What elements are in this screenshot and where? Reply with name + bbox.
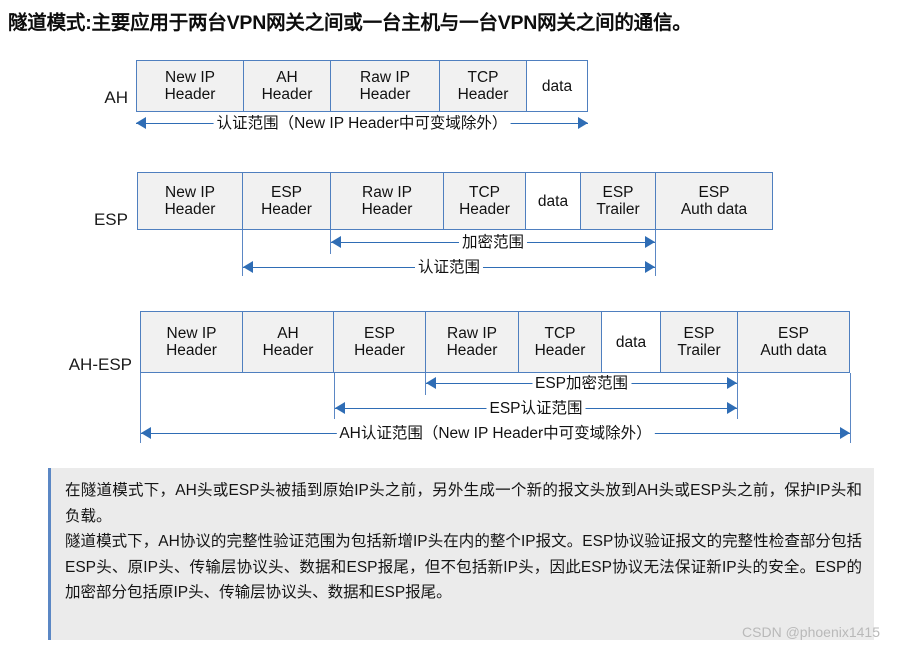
ahesp-guide-line-ah-end: [850, 373, 851, 443]
description-paragraph-1: 在隧道模式下，AH头或ESP头被插到原始IP头之前，另外生成一个新的报文头放到A…: [65, 482, 862, 525]
arrow-head-left-icon: [141, 427, 151, 439]
esp-scope-encrypt-label: 加密范围: [458, 234, 528, 252]
ahesp-cell-new-ip-header: New IP Header: [140, 311, 243, 373]
esp-cell-tcp-header: TCP Header: [443, 172, 526, 230]
ahesp-guide-line-esp-end: [737, 373, 738, 419]
watermark: CSDN @phoenix1415: [742, 624, 880, 640]
arrow-head-left-icon: [243, 261, 253, 273]
ah-scope-authentication: 认证范围（New IP Header中可变域除外）: [136, 114, 588, 134]
ahesp-cell-tcp-header: TCP Header: [518, 311, 602, 373]
arrow-head-right-icon: [727, 377, 737, 389]
arrow-head-left-icon: [136, 117, 146, 129]
ah-cell-ah-header: AH Header: [243, 60, 331, 112]
row-label-ah-esp: AH-ESP: [68, 355, 132, 374]
esp-scope-auth-label: 认证范围: [414, 259, 484, 277]
esp-scope-authentication: 认证范围: [243, 258, 655, 278]
esp-cell-esp-trailer: ESP Trailer: [580, 172, 656, 230]
row-label-ah: AH: [104, 88, 128, 107]
esp-cell-esp-auth-data: ESP Auth data: [655, 172, 773, 230]
arrow-head-right-icon: [727, 402, 737, 414]
page-title: 隧道模式:主要应用于两台VPN网关之间或一台主机与一台VPN网关之间的通信。: [8, 12, 692, 34]
ahesp-scope-esp-auth-label: ESP认证范围: [486, 400, 586, 418]
esp-cell-esp-header: ESP Header: [242, 172, 331, 230]
ahesp-cell-esp-header: ESP Header: [333, 311, 426, 373]
ahesp-scope-esp-encrypt-label: ESP加密范围: [531, 375, 632, 393]
ahesp-guide-line-ah-auth-start: [140, 373, 141, 443]
esp-cell-data: data: [525, 172, 581, 230]
arrow-head-right-icon: [840, 427, 850, 439]
ahesp-scope-ah-auth-label: AH认证范围（New IP Header中可变域除外）: [336, 425, 655, 443]
ahesp-cell-data: data: [601, 311, 661, 373]
esp-guide-line-auth-start: [242, 230, 243, 276]
arrow-head-left-icon: [331, 236, 341, 248]
ah-cell-tcp-header: TCP Header: [439, 60, 527, 112]
ahesp-scope-ah-authentication: AH认证范围（New IP Header中可变域除外）: [141, 424, 850, 444]
row-label-esp: ESP: [93, 210, 128, 229]
ahesp-scope-esp-authentication: ESP认证范围: [335, 399, 737, 419]
ahesp-cell-ah-header: AH Header: [242, 311, 334, 373]
esp-cell-raw-ip-header: Raw IP Header: [330, 172, 444, 230]
ah-cell-raw-ip-header: Raw IP Header: [330, 60, 440, 112]
ah-cell-data: data: [526, 60, 588, 112]
ahesp-scope-esp-encryption: ESP加密范围: [426, 374, 737, 394]
description-paragraph-2: 隧道模式下，AH协议的完整性验证范围为包括新增IP头在内的整个IP报文。ESP协…: [65, 533, 862, 601]
esp-cell-new-ip-header: New IP Header: [137, 172, 243, 230]
arrow-head-right-icon: [578, 117, 588, 129]
esp-scope-encryption: 加密范围: [331, 233, 655, 253]
ah-scope-auth-label: 认证范围（New IP Header中可变域除外）: [213, 115, 511, 133]
ahesp-guide-line-esp-encrypt-start: [425, 373, 426, 395]
ahesp-cell-esp-auth-data: ESP Auth data: [737, 311, 850, 373]
ah-cell-new-ip-header: New IP Header: [136, 60, 244, 112]
ahesp-guide-line-esp-auth-start: [334, 373, 335, 419]
arrow-head-left-icon: [335, 402, 345, 414]
arrow-head-left-icon: [426, 377, 436, 389]
arrow-head-right-icon: [645, 236, 655, 248]
esp-guide-line-encrypt-start: [330, 230, 331, 254]
arrow-head-right-icon: [645, 261, 655, 273]
ahesp-cell-raw-ip-header: Raw IP Header: [425, 311, 519, 373]
ahesp-cell-esp-trailer: ESP Trailer: [660, 311, 738, 373]
description-box: 在隧道模式下，AH头或ESP头被插到原始IP头之前，另外生成一个新的报文头放到A…: [48, 468, 874, 640]
esp-guide-line-end: [655, 230, 656, 276]
